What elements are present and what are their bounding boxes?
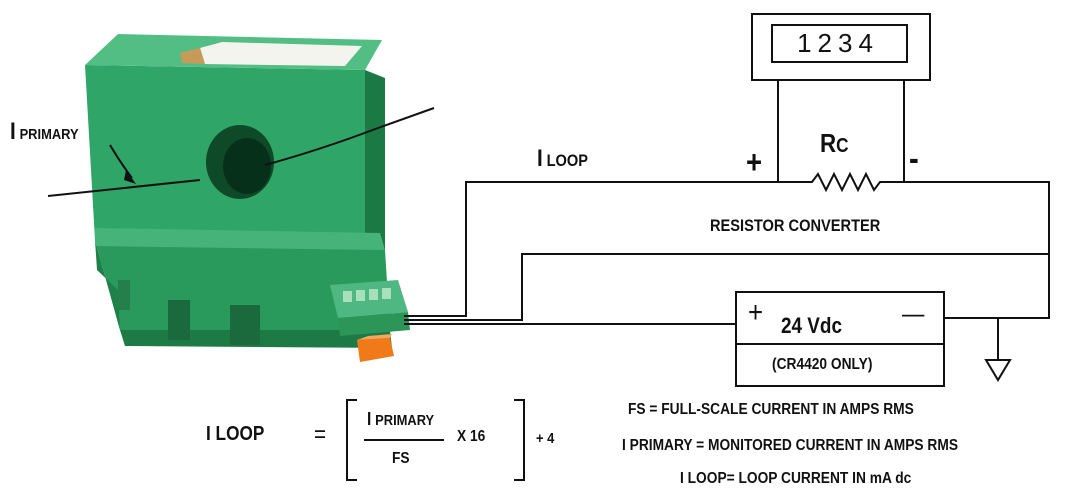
formula-brackets bbox=[346, 399, 525, 481]
legend-i-loop: I LOOP= LOOP CURRENT IN mA dc bbox=[680, 470, 912, 487]
legend-i-primary: I PRIMARY = MONITORED CURRENT IN AMPS RM… bbox=[622, 437, 959, 454]
formula-numerator: I PRIMARY bbox=[367, 409, 435, 429]
rc-label: RC bbox=[820, 128, 849, 158]
supply-plus-sign: + bbox=[748, 296, 764, 329]
resistor-converter-label: RESISTOR CONVERTER bbox=[710, 216, 881, 235]
primary-conductor bbox=[47, 107, 435, 197]
supply-minus-sign: — bbox=[902, 298, 925, 328]
formula-lhs: I LOOP bbox=[206, 423, 265, 445]
i-loop-label: I LOOP bbox=[537, 145, 588, 172]
plus-terminal-label: + bbox=[746, 144, 763, 180]
formula-equals: = bbox=[314, 421, 327, 448]
meter-display-value: 1234 bbox=[797, 28, 879, 58]
ground-symbol bbox=[984, 359, 1012, 382]
terminal-orange-tab bbox=[357, 338, 394, 362]
supply-voltage-label: 24 Vdc bbox=[781, 313, 843, 338]
formula-multiplier: X 16 bbox=[457, 428, 486, 445]
current-sensor bbox=[85, 34, 410, 362]
minus-terminal-label: - bbox=[909, 140, 919, 178]
meter-display bbox=[771, 24, 908, 63]
loop-wiring bbox=[404, 80, 1050, 360]
formula-denominator: FS bbox=[392, 450, 410, 467]
panel-meter bbox=[751, 13, 931, 81]
legend-fs: FS = FULL-SCALE CURRENT IN AMPS RMS bbox=[628, 401, 914, 418]
formula-offset: + 4 bbox=[536, 430, 555, 447]
i-primary-label: I PRIMARY bbox=[10, 118, 79, 145]
power-supply-box bbox=[735, 291, 945, 387]
i-primary-pointer bbox=[109, 144, 133, 179]
supply-note-label: (CR4420 ONLY) bbox=[772, 356, 873, 373]
